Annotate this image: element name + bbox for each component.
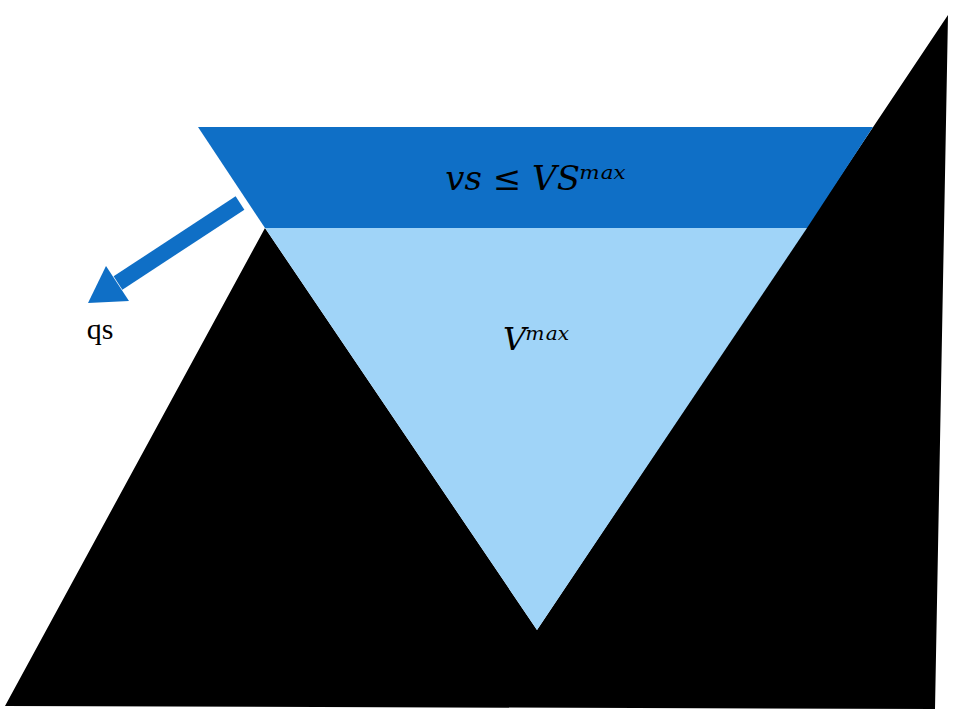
spill-arrow-shaft — [118, 203, 240, 283]
spill-flow-label: qs — [87, 312, 114, 346]
reservoir-volume-fill — [265, 228, 807, 630]
storage-band: vs ≤ VSᵐᵃˣ — [198, 127, 873, 228]
reservoir-volume: Vᵐᵃˣ — [265, 228, 807, 630]
storage-limit-label: vs ≤ VSᵐᵃˣ — [445, 158, 625, 198]
storage-band-fill — [198, 127, 873, 228]
volume-label: Vᵐᵃˣ — [503, 320, 569, 358]
mountain-terrain — [5, 15, 948, 709]
reservoir-volume-outline — [265, 228, 807, 630]
spill-arrow-head — [88, 266, 129, 303]
